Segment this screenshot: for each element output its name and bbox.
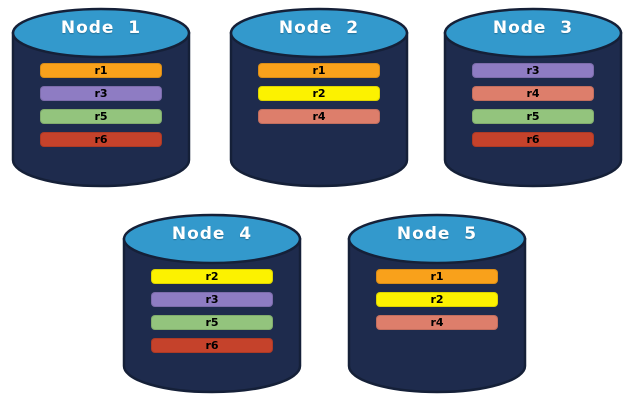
- replica-bar: r5: [151, 315, 273, 330]
- replica-list: r3 r4 r5 r6: [443, 63, 623, 147]
- replica-list: r2 r3 r5 r6: [122, 269, 302, 353]
- node-title: Node 5: [396, 224, 478, 244]
- replica-bar: r6: [151, 338, 273, 353]
- replica-bar: r1: [376, 269, 498, 284]
- replica-bar: r3: [151, 292, 273, 307]
- replica-list: r1 r3 r5 r6: [11, 63, 191, 147]
- replica-list: r1 r2 r4: [347, 269, 527, 330]
- replica-list: r1 r2 r4: [229, 63, 409, 124]
- node-title: Node 4: [171, 224, 253, 244]
- replica-bar: r6: [40, 132, 162, 147]
- node-title: Node 1: [60, 18, 142, 38]
- replica-bar: r3: [40, 86, 162, 101]
- node-title: Node 2: [278, 18, 360, 38]
- node-4: Node 4 r2 r3 r5 r6: [122, 212, 302, 396]
- replica-bar: r2: [151, 269, 273, 284]
- replica-bar: r5: [472, 109, 594, 124]
- replica-bar: r3: [472, 63, 594, 78]
- node-1: Node 1 r1 r3 r5 r6: [11, 6, 191, 190]
- replica-bar: r4: [472, 86, 594, 101]
- node-2: Node 2 r1 r2 r4: [229, 6, 409, 190]
- replica-bar: r4: [258, 109, 380, 124]
- replica-bar: r1: [258, 63, 380, 78]
- node-5: Node 5 r1 r2 r4: [347, 212, 527, 396]
- node-title: Node 3: [492, 18, 574, 38]
- replica-bar: r6: [472, 132, 594, 147]
- replica-bar: r2: [258, 86, 380, 101]
- replica-bar: r4: [376, 315, 498, 330]
- replica-bar: r1: [40, 63, 162, 78]
- replica-bar: r5: [40, 109, 162, 124]
- node-3: Node 3 r3 r4 r5 r6: [443, 6, 623, 190]
- replica-bar: r2: [376, 292, 498, 307]
